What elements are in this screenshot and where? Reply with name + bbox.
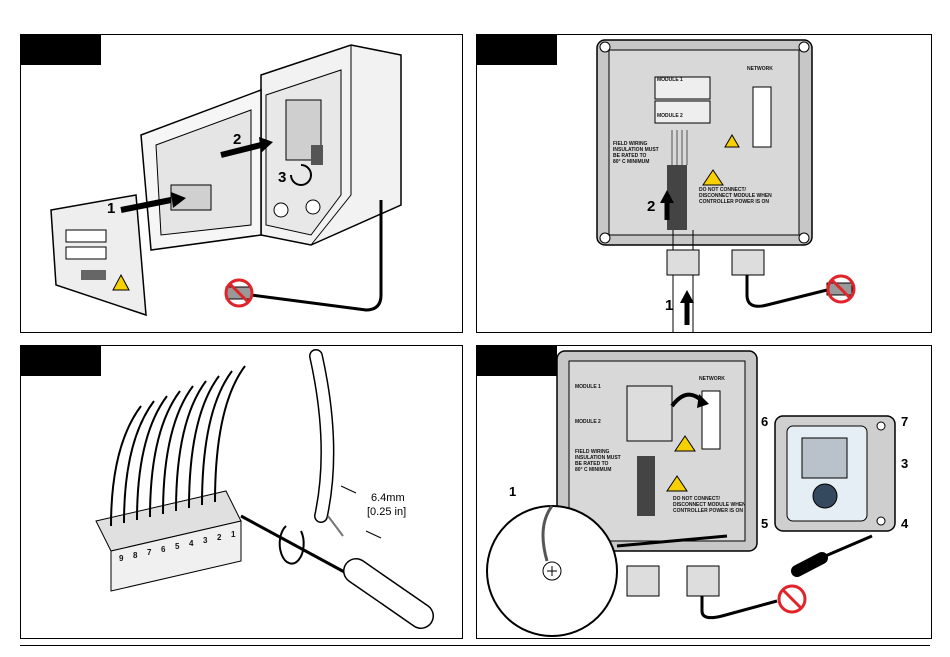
step-1-panel: 1 2 3	[20, 34, 463, 333]
terminal-number-1: 1	[231, 530, 236, 539]
wiring-compartment-illustration	[596, 39, 856, 332]
callout-1: 1	[665, 297, 674, 314]
callout-1: 1	[107, 200, 116, 217]
step-tab	[21, 346, 101, 376]
step-2-panel: MODULE 1 MODULE 2 NETWORK FIELD WIRING I…	[476, 34, 932, 333]
callout-3: 3	[278, 169, 287, 186]
step-tab	[21, 35, 101, 65]
bottom-rule	[20, 645, 930, 646]
terminal-wiring-illustration	[95, 349, 434, 629]
callout-6: 6	[761, 414, 769, 429]
network-label: NETWORK	[747, 66, 773, 72]
terminal-number-3: 3	[203, 536, 208, 545]
step-tab	[477, 35, 557, 65]
warning-note: DO NOT CONNECT/ DISCONNECT MODULE WHEN C…	[673, 496, 746, 514]
terminal-number-4: 4	[189, 539, 194, 548]
network-label: NETWORK	[699, 376, 725, 382]
callout-3: 3	[901, 456, 909, 471]
strip-length-in: [0.25 in]	[367, 506, 407, 518]
callout-1: 1	[509, 484, 517, 499]
open-enclosure-illustration	[50, 44, 402, 317]
terminal-number-2: 2	[217, 533, 222, 542]
module-1-label: MODULE 1	[575, 384, 601, 390]
callout-4: 4	[901, 516, 909, 531]
step-4-panel: MODULE 1 MODULE 2 NETWORK FIELD WIRING I…	[476, 345, 932, 639]
install-module-illustration	[486, 350, 896, 637]
field-wiring-note: FIELD WIRING INSULATION MUST BE RATED TO…	[613, 141, 659, 165]
terminal-number-9: 9	[119, 554, 124, 563]
terminal-number-6: 6	[161, 545, 166, 554]
module-2-label: MODULE 2	[575, 419, 601, 425]
step-3-panel: 6.4mm [0.25 in] 9 8 7 6 5 4 3 2 1	[20, 345, 463, 639]
strip-length-mm: 6.4mm	[371, 492, 405, 504]
step-tab	[477, 346, 557, 376]
field-wiring-note: FIELD WIRING INSULATION MUST BE RATED TO…	[575, 449, 621, 473]
terminal-number-7: 7	[147, 548, 152, 557]
terminal-number-5: 5	[175, 542, 180, 551]
module-2-label: MODULE 2	[657, 113, 683, 119]
module-1-label: MODULE 1	[657, 77, 683, 83]
callout-5: 5	[761, 516, 769, 531]
callout-2: 2	[233, 131, 242, 148]
warning-note: DO NOT CONNECT/ DISCONNECT MODULE WHEN C…	[699, 187, 772, 205]
terminal-number-8: 8	[133, 551, 138, 560]
callout-7: 7	[901, 414, 909, 429]
callout-2: 2	[647, 198, 656, 215]
